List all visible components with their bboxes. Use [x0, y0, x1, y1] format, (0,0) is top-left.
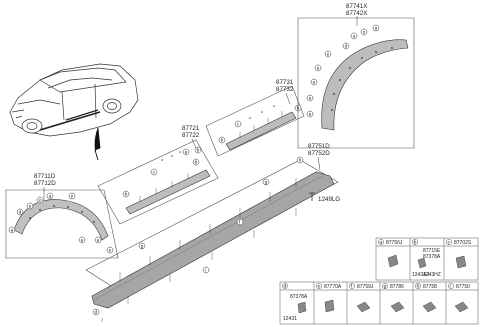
- part-number-87722: 87722: [182, 132, 200, 139]
- callout-a: a: [49, 195, 52, 200]
- rear-fender-moulding: [321, 39, 409, 131]
- callout-a: a: [309, 97, 312, 102]
- pointer-arrow: [94, 127, 101, 161]
- part-number-87711D: 87711D: [34, 173, 56, 180]
- callout-a: a: [317, 67, 320, 72]
- side-sill-group: 87751D 87752D d g i g h f 1249LG: [85, 143, 340, 322]
- legend-letter: d: [284, 284, 287, 290]
- legend-cell-i: i 87750: [448, 283, 470, 313]
- legend-cell-f: f 87759J: [349, 283, 374, 313]
- part-number-87741X: 87741X: [346, 3, 367, 10]
- part-number-1249LG: 1249LG: [318, 196, 340, 203]
- legend-letter: g: [384, 285, 387, 290]
- callout-h: h: [299, 158, 302, 164]
- clip-icon: [454, 301, 469, 313]
- front-fender-clips: [29, 205, 95, 223]
- legend-sub-part: 87378A: [423, 254, 441, 260]
- callout-a: a: [185, 151, 188, 156]
- legend-letter: a: [380, 241, 383, 246]
- rear-fender-group: 87741X 87742X a e a d e a e a a: [297, 3, 415, 149]
- part-number-87751D: 87751D: [308, 143, 330, 150]
- part-number-87752D: 87752D: [308, 150, 330, 157]
- rear-door-moulding: [225, 111, 297, 151]
- callout-i: i: [205, 268, 206, 274]
- legend-sub-part: 1243HZ: [423, 272, 441, 278]
- part-number-87712D: 87712D: [34, 180, 56, 187]
- legend-letter: e: [318, 285, 321, 290]
- clip-screw-icon: [417, 257, 427, 269]
- callout-f: f: [239, 220, 241, 226]
- callout-e: e: [363, 31, 366, 36]
- part-number-87732: 87732: [276, 86, 294, 93]
- car-illustration: [9, 63, 139, 137]
- rear-door-group: 87731 87732 b c b: [205, 79, 305, 157]
- legend-part-number: 87786: [390, 284, 404, 290]
- callout-a: a: [81, 239, 84, 244]
- front-door-moulding: [125, 169, 211, 215]
- callout-a: a: [97, 239, 100, 244]
- legend-table: a 87756J b 87715E 87378A 1243AJ 1243HZ c…: [279, 237, 479, 325]
- legend-part-number: 87759J: [357, 284, 374, 290]
- callout-d: d: [19, 210, 22, 216]
- callout-e: e: [109, 249, 112, 254]
- legend-cell-c: c 87702S: [446, 239, 472, 269]
- callout-e: e: [327, 53, 330, 58]
- screw-1249LG: [309, 192, 315, 201]
- callout-d: d: [95, 310, 98, 316]
- callout-g: g: [141, 245, 144, 250]
- clip-icon: [297, 301, 307, 314]
- legend-letter: c: [448, 241, 451, 246]
- callout-d: d: [345, 44, 348, 50]
- callout-e: e: [71, 195, 74, 200]
- legend-letter: i: [450, 284, 451, 290]
- front-door-group: 87721 87722 b c b b a: [97, 125, 219, 225]
- front-fender-group: 87711D 87712D a d a e a e a a e: [5, 173, 119, 259]
- legend-cell-h: h 87758: [415, 283, 437, 313]
- callout-c: c: [153, 171, 156, 176]
- part-number-87721: 87721: [182, 125, 200, 132]
- legend-part-number: 87750: [456, 284, 470, 290]
- legend-part-number: 87770A: [324, 284, 342, 290]
- legend-cell-d: d 87378A 12431: [282, 283, 308, 322]
- legend-sub-part: 87715E: [423, 248, 441, 254]
- callout-g: g: [265, 181, 268, 186]
- legend-cell-b: b 87715E 87378A 1243AJ 1243HZ: [412, 239, 441, 278]
- callout-a: a: [375, 27, 378, 32]
- legend-letter: h: [417, 284, 420, 290]
- callout-e: e: [313, 81, 316, 86]
- part-number-87731: 87731: [276, 79, 294, 86]
- callout-b: b: [197, 148, 200, 154]
- callout-e: e: [39, 199, 42, 204]
- legend-letter: f: [351, 284, 353, 290]
- legend-part-number: 87758: [423, 284, 437, 290]
- clip-icon: [455, 255, 467, 269]
- legend-cell-e: e 87770A: [316, 283, 342, 313]
- callout-a: a: [11, 229, 14, 234]
- clip-icon: [390, 301, 405, 313]
- legend-part-number: 87756J: [386, 240, 403, 246]
- clip-icon: [422, 301, 437, 313]
- legend-cell-g: g 87786: [382, 283, 405, 313]
- callout-b: b: [195, 160, 198, 166]
- legend-part-number: 87702S: [454, 240, 472, 246]
- callout-b: b: [221, 138, 224, 144]
- legend-letter: b: [414, 240, 417, 246]
- clip-icon: [324, 299, 335, 313]
- part-number-87742X: 87742X: [346, 10, 367, 17]
- legend-sub-part: 87378A: [290, 294, 308, 300]
- legend-sub-part: 1243AJ: [412, 272, 429, 278]
- callout-a: a: [309, 113, 312, 118]
- callout-a: a: [29, 205, 32, 210]
- legend-sub-part: 12431: [283, 316, 297, 322]
- callout-c: c: [237, 123, 240, 128]
- callout-a: a: [353, 35, 356, 40]
- callout-b: b: [125, 192, 128, 198]
- clip-icon: [356, 301, 371, 313]
- clip-icon: [387, 254, 399, 268]
- legend-cell-a: a 87756J: [378, 239, 403, 268]
- side-sill-moulding: [91, 171, 335, 309]
